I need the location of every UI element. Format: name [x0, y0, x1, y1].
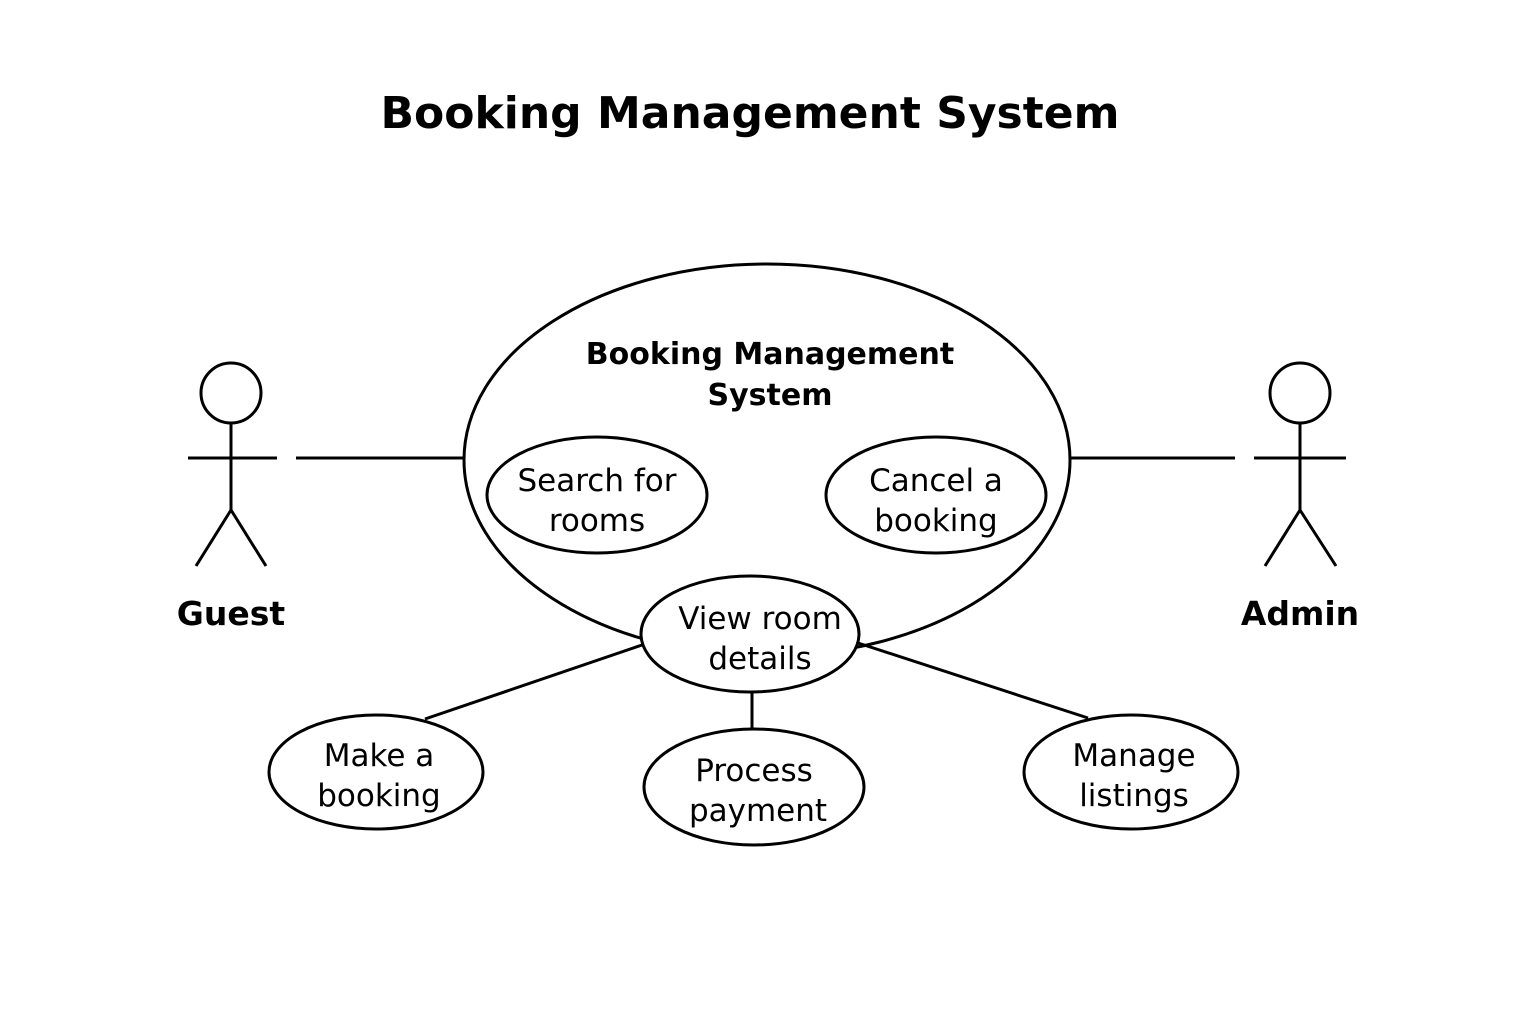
use-case-label: details — [708, 641, 811, 677]
use-case-view-room-details: View room details — [639, 574, 861, 694]
actor-label: Guest — [177, 594, 286, 633]
use-case-label: payment — [689, 793, 827, 829]
actor-label: Admin — [1241, 594, 1359, 633]
use-case-make-booking: Make a booking — [267, 713, 485, 831]
use-case-manage-listings: Manage listings — [1022, 713, 1240, 831]
diagram-title: Booking Management System — [381, 88, 1120, 139]
use-case-label: rooms — [549, 503, 645, 539]
use-case-label: listings — [1079, 778, 1189, 814]
use-case-label: Cancel a — [869, 463, 1003, 499]
system-label-line2: System — [708, 378, 833, 413]
use-case-label: booking — [317, 778, 441, 814]
stick-figure-icon — [188, 361, 277, 567]
view-make-link — [424, 643, 643, 721]
actor-admin: Admin — [1241, 361, 1359, 633]
use-case-process-payment: Process payment — [642, 727, 866, 847]
use-case-label: Process — [695, 753, 813, 789]
use-case-label: Manage — [1072, 738, 1195, 774]
use-case-label: Search for — [518, 463, 677, 499]
view-manage-link — [857, 641, 1089, 720]
use-case-cancel-booking: Cancel a booking — [824, 435, 1048, 555]
stick-figure-icon — [1254, 361, 1346, 567]
use-case-search-rooms: Search for rooms — [485, 435, 709, 555]
use-case-label: View room — [678, 601, 842, 637]
use-case-label: booking — [874, 503, 998, 539]
use-case-label: Make a — [324, 738, 435, 774]
system-label-line1: Booking Management — [586, 337, 954, 372]
actor-guest: Guest — [177, 361, 286, 633]
